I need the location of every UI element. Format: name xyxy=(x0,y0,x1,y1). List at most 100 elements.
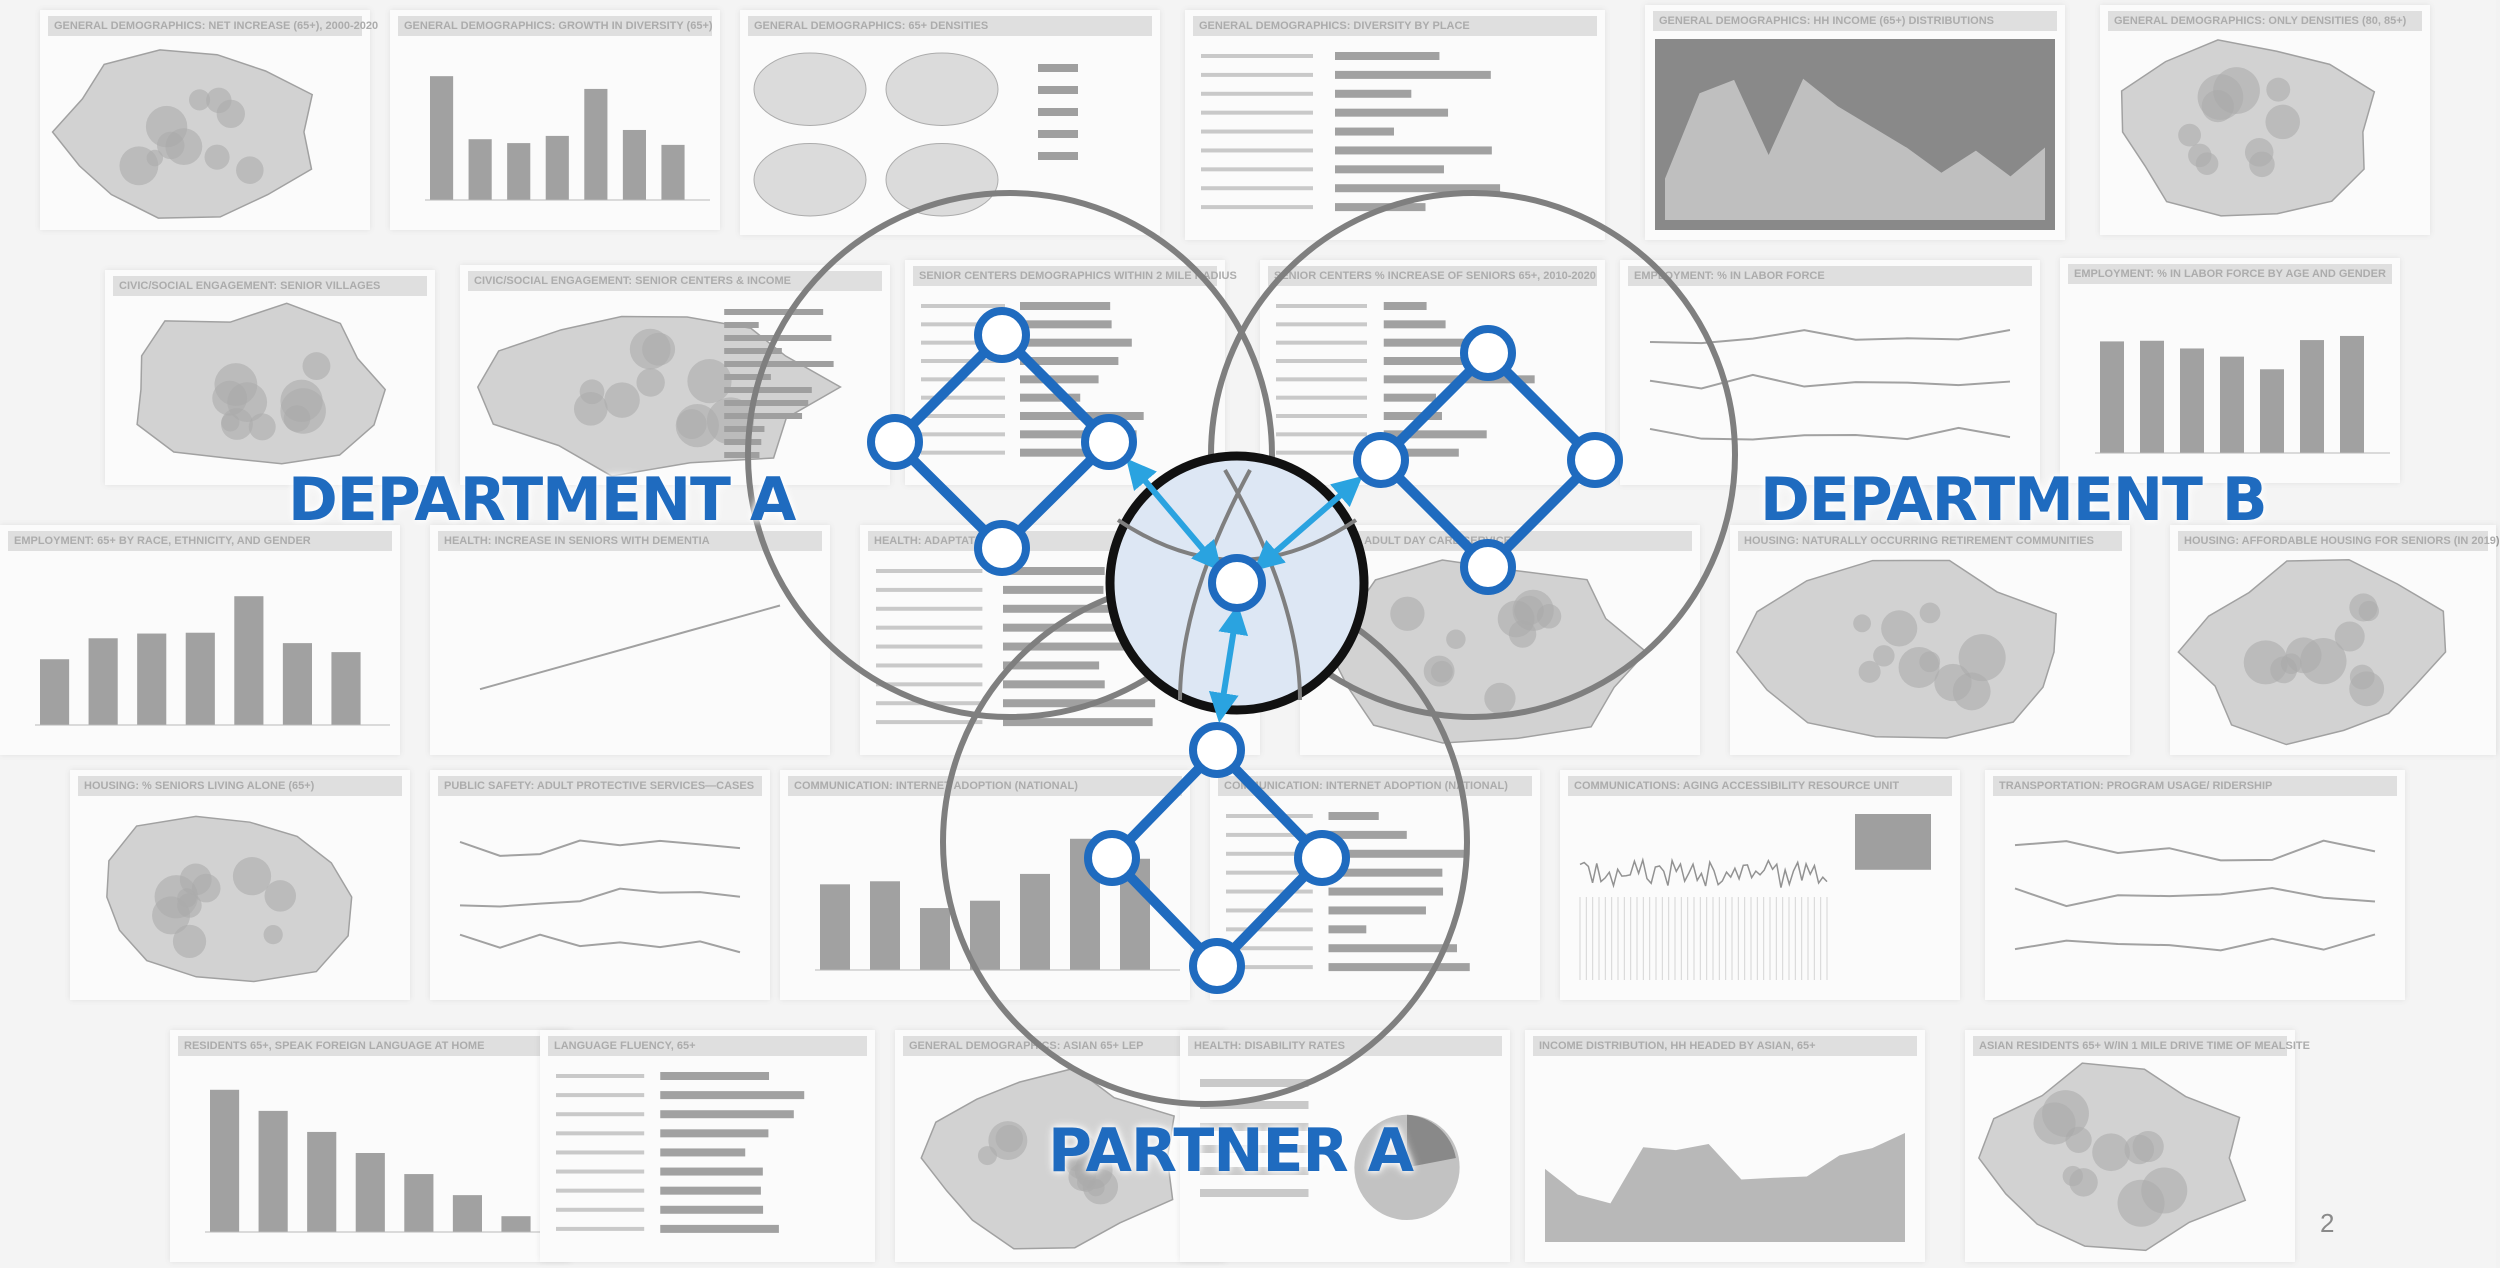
background-tile-title: COMMUNICATION: INTERNET ADOPTION (NATION… xyxy=(788,776,1182,796)
network-edges xyxy=(1373,345,1603,575)
background-tile: COMMUNICATION: INTERNET ADOPTION (NATION… xyxy=(1210,770,1540,1000)
background-tile: GENERAL DEMOGRAPHICS: ASIAN 65+ LEP xyxy=(895,1030,1225,1262)
network-node xyxy=(1294,830,1350,886)
background-tile-graphic xyxy=(905,1064,1215,1252)
background-tile: PUBLIC SAFETY: ADULT PROTECTIVE SERVICES… xyxy=(430,770,770,1000)
network-node xyxy=(974,520,1030,576)
link-arrow-department-a xyxy=(1126,458,1222,572)
background-tile: GENERAL DEMOGRAPHICS: GROWTH IN DIVERSIT… xyxy=(390,10,720,230)
background-tile: GENERAL DEMOGRAPHICS: DIVERSITY BY PLACE xyxy=(1185,10,1605,240)
background-tile-graphic xyxy=(2070,292,2390,473)
background-tile-title: CIVIC/SOCIAL ENGAGEMENT: SENIOR CENTERS … xyxy=(468,271,882,291)
background-tile-graphic xyxy=(550,1064,865,1252)
background-tile-title: SENIOR CENTERS DEMOGRAPHICS WITHIN 2 MIL… xyxy=(913,266,1237,286)
network-node xyxy=(1189,722,1245,778)
network-nodes-department-b xyxy=(1353,325,1623,595)
background-tile-graphic xyxy=(80,804,400,990)
background-tile: INCOME DISTRIBUTION, HH HEADED BY ASIAN,… xyxy=(1525,1030,1925,1262)
background-tile-graphic xyxy=(1190,1064,1500,1252)
background-tile-title: EMPLOYMENT: 65+ BY RACE, ETHNICITY, AND … xyxy=(8,531,392,551)
network-edges xyxy=(887,327,1117,556)
network-node xyxy=(1567,432,1623,488)
network-node xyxy=(1460,325,1516,381)
background-tile-title: GENERAL DEMOGRAPHICS: DIVERSITY BY PLACE xyxy=(1193,16,1597,36)
background-tile: CIVIC/SOCIAL ENGAGEMENT: SENIOR CENTERS … xyxy=(460,265,890,485)
background-tile: HOUSING: % SENIORS LIVING ALONE (65+) xyxy=(70,770,410,1000)
background-tile-title: EMPLOYMENT: % IN LABOR FORCE xyxy=(1628,266,2032,286)
background-tile: HEALTH: DISABILITY RATES xyxy=(1180,1030,1510,1262)
background-tile-title: HOUSING: % SENIORS LIVING ALONE (65+) xyxy=(78,776,402,796)
label-department-a: DEPARTMENT A xyxy=(288,465,796,535)
background-tile: GENERAL DEMOGRAPHICS: ONLY DENSITIES (80… xyxy=(2100,5,2430,235)
background-tile-graphic xyxy=(750,44,1150,225)
background-tile-title: GENERAL DEMOGRAPHICS: GROWTH IN DIVERSIT… xyxy=(398,16,713,36)
background-tile-title: GENERAL DEMOGRAPHICS: ASIAN 65+ LEP xyxy=(903,1036,1217,1056)
background-tile-title: GENERAL DEMOGRAPHICS: HH INCOME (65+) DI… xyxy=(1653,11,2057,31)
network-node xyxy=(1353,432,1409,488)
background-tile-title: GENERAL DEMOGRAPHICS: ONLY DENSITIES (80… xyxy=(2108,11,2422,31)
hub-node xyxy=(1208,554,1266,612)
background-tile: GENERAL DEMOGRAPHICS: NET INCREASE (65+)… xyxy=(40,10,378,230)
background-tile: EMPLOYMENT: % IN LABOR FORCE xyxy=(1620,260,2040,485)
background-tile-graphic xyxy=(790,804,1180,990)
background-tile-title: CIVIC/SOCIAL ENGAGEMENT: SENIOR VILLAGES xyxy=(113,276,427,296)
background-tile: COMMUNICATION: INTERNET ADOPTION (NATION… xyxy=(780,770,1190,1000)
network-nodes-department-a xyxy=(867,307,1137,576)
background-tile: EMPLOYMENT: 65+ BY RACE, ETHNICITY, AND … xyxy=(0,525,400,755)
background-tile-graphic xyxy=(1995,804,2395,990)
background-tile: RESIDENTS 65+, SPEAK FOREIGN LANGUAGE AT… xyxy=(170,1030,570,1262)
network-node xyxy=(974,307,1030,363)
background-tile-graphic xyxy=(2177,558,2486,746)
network-node xyxy=(1460,539,1516,595)
background-tile: COMMUNICATIONS: AGING ACCESSIBILITY RESO… xyxy=(1560,770,1960,1000)
background-tile: EMPLOYMENT: % IN LABOR FORCE BY AGE AND … xyxy=(2060,258,2400,483)
background-tile-graphic xyxy=(180,1064,560,1252)
hub-inner-arc xyxy=(1223,469,1302,701)
venn-circle-department-a xyxy=(745,190,1275,720)
background-tile: ASIAN RESIDENTS 65+ W/IN 1 MILE DRIVE TI… xyxy=(1965,1030,2310,1262)
background-tile-title: TRANSPORTATION: PROGRAM USAGE/ RIDERSHIP xyxy=(1993,776,2397,796)
background-tile-graphic xyxy=(1570,804,1950,990)
background-tile: CIVIC/SOCIAL ENGAGEMENT: SENIOR VILLAGES xyxy=(105,270,435,485)
network-node xyxy=(1081,414,1137,470)
background-tile-title: HOUSING: AFFORDABLE HOUSING FOR SENIORS … xyxy=(2178,531,2500,551)
background-tile-graphic xyxy=(440,559,820,745)
hub-inner-arc xyxy=(1178,469,1252,701)
background-tile-graphic xyxy=(115,302,425,475)
link-arrow-partner-a xyxy=(1208,604,1249,723)
background-tile-title: HEALTH: DISABILITY RATES xyxy=(1188,1036,1502,1056)
background-tile-graphic xyxy=(1535,1064,1915,1252)
background-tile-title: PUBLIC SAFETY: ADULT PROTECTIVE SERVICES… xyxy=(438,776,762,796)
link-arrow-department-b xyxy=(1253,476,1363,571)
network-department-b xyxy=(1373,345,1603,575)
background-tile-graphic xyxy=(2110,39,2420,225)
background-tile-title: RESIDENTS 65+, SPEAK FOREIGN LANGUAGE AT… xyxy=(178,1036,562,1056)
network-partner-a xyxy=(1105,742,1329,974)
label-partner-a: PARTNER A xyxy=(1048,1116,1414,1186)
network-node xyxy=(1084,830,1140,886)
background-tile-title: GENERAL DEMOGRAPHICS: NET INCREASE (65+)… xyxy=(48,16,378,36)
background-tile-title: ASIAN RESIDENTS 65+ W/IN 1 MILE DRIVE TI… xyxy=(1973,1036,2310,1056)
network-node xyxy=(867,414,923,470)
background-tile-graphic xyxy=(1975,1062,2285,1252)
network-department-a xyxy=(887,327,1117,556)
background-tile-title: HOUSING: NATURALLY OCCURRING RETIREMENT … xyxy=(1738,531,2122,551)
background-tile-title: LANGUAGE FLUENCY, 65+ xyxy=(548,1036,867,1056)
background-tile-graphic xyxy=(1655,39,2055,230)
background-tile-title: EMPLOYMENT: % IN LABOR FORCE BY AGE AND … xyxy=(2068,264,2392,284)
background-tile: GENERAL DEMOGRAPHICS: HH INCOME (65+) DI… xyxy=(1645,5,2065,240)
background-tile-title: GENERAL DEMOGRAPHICS: 65+ DENSITIES xyxy=(748,16,1152,36)
background-tile: HOUSING: AFFORDABLE HOUSING FOR SENIORS … xyxy=(2170,525,2500,755)
background-tile-graphic xyxy=(10,559,390,745)
network-node xyxy=(1189,938,1245,994)
label-department-b: DEPARTMENT B xyxy=(1760,465,2268,535)
background-tile-title: COMMUNICATION: INTERNET ADOPTION (NATION… xyxy=(1218,776,1532,796)
background-tile: LANGUAGE FLUENCY, 65+ xyxy=(540,1030,875,1262)
background-tile-title: SENIOR CENTERS % INCREASE OF SENIORS 65+… xyxy=(1268,266,1597,286)
background-tile-title: INCOME DISTRIBUTION, HH HEADED BY ASIAN,… xyxy=(1533,1036,1917,1056)
network-edges xyxy=(1105,742,1329,974)
background-tile-title: COMMUNICATIONS: AGING ACCESSIBILITY RESO… xyxy=(1568,776,1952,796)
background-tile-graphic xyxy=(1735,559,2120,745)
background-tile: HOUSING: NATURALLY OCCURRING RETIREMENT … xyxy=(1730,525,2130,755)
